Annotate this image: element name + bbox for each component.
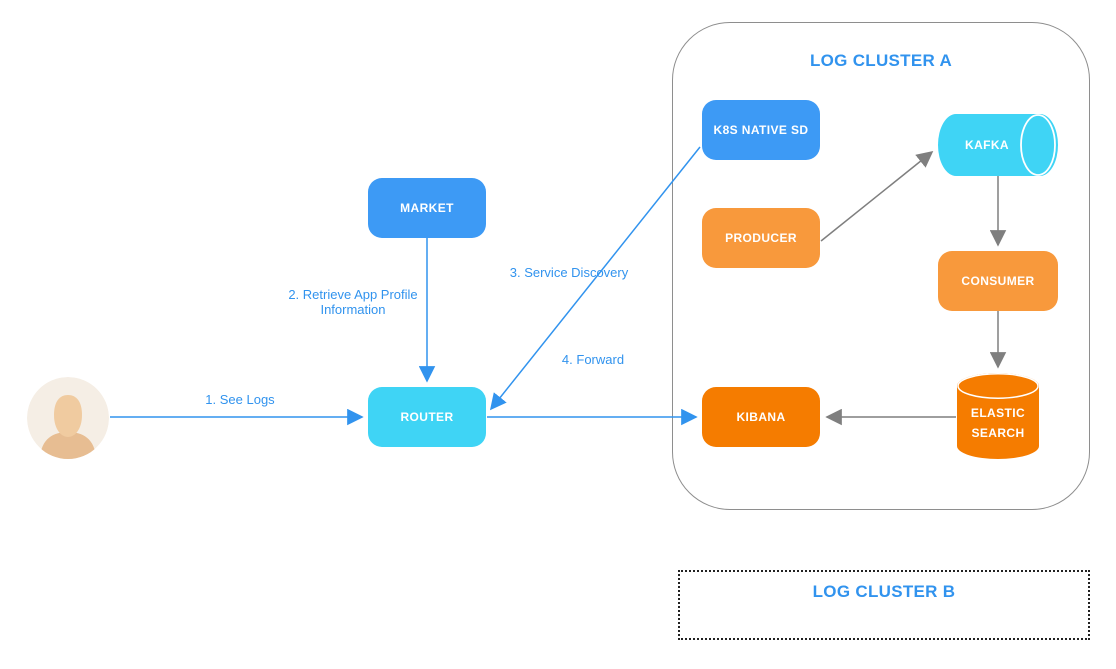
node-producer-label: PRODUCER — [725, 231, 797, 245]
cluster-a-title: LOG CLUSTER A — [809, 51, 953, 70]
cluster-log-cluster-b: LOG CLUSTER B — [678, 570, 1090, 640]
node-kafka-label: KAFKA — [965, 138, 1009, 152]
edge-label-retrieve-app-profile: 2. Retrieve App Profile Information — [288, 287, 418, 317]
node-consumer: CONSUMER — [938, 251, 1058, 311]
node-k8s-native-sd: K8S NATIVE SD — [702, 100, 820, 160]
node-kibana-label: KIBANA — [736, 410, 786, 424]
node-kafka: KAFKA — [938, 114, 1058, 176]
node-consumer-label: CONSUMER — [961, 274, 1035, 288]
node-router: ROUTER — [368, 387, 486, 447]
node-k8s-native-sd-label: K8S NATIVE SD — [713, 123, 809, 137]
edge-label-service-discovery: 3. Service Discovery — [509, 265, 629, 280]
node-market: MARKET — [368, 178, 486, 238]
edge-label-forward: 4. Forward — [561, 352, 625, 367]
node-elastic-search-label: ELASTIC SEARCH — [970, 406, 1026, 440]
node-elastic-search: ELASTIC SEARCH — [957, 373, 1039, 459]
node-router-label: ROUTER — [400, 410, 454, 424]
cluster-b-title: LOG CLUSTER B — [812, 582, 956, 601]
user-avatar-icon — [27, 377, 109, 459]
edge-label-see-logs: 1. See Logs — [205, 392, 275, 407]
node-kibana: KIBANA — [702, 387, 820, 447]
node-producer: PRODUCER — [702, 208, 820, 268]
node-market-label: MARKET — [400, 201, 454, 215]
